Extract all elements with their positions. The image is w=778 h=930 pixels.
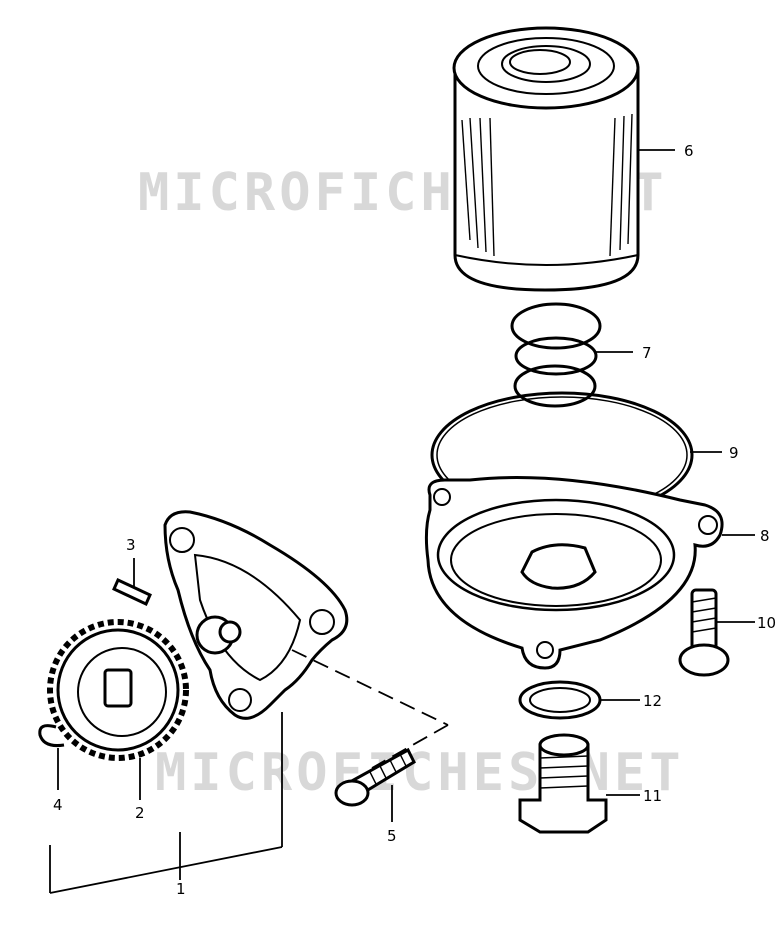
filter-cap[interactable]: [424, 476, 724, 670]
callout-9: 9: [729, 444, 739, 462]
watermark-bottom: MICROFICHES.NET: [155, 743, 685, 803]
callout-5: 5: [387, 827, 397, 845]
callout-11: 11: [643, 787, 662, 805]
callout-2: 2: [135, 804, 145, 822]
callout-8: 8: [760, 527, 770, 545]
callout-10: 10: [757, 614, 776, 632]
callout-labels: 6 7 9 8 10 12 11 3 4 2 5 1: [53, 142, 776, 898]
callout-12: 12: [643, 692, 662, 710]
oil-pump-assembly[interactable]: [163, 510, 349, 720]
callout-7: 7: [642, 344, 652, 362]
circlip[interactable]: [38, 724, 65, 747]
callout-6: 6: [684, 142, 694, 160]
pump-screw[interactable]: [334, 747, 416, 807]
callout-4: 4: [53, 796, 63, 814]
leader-lines: [49, 149, 755, 894]
callout-3: 3: [126, 536, 136, 554]
callout-1: 1: [176, 880, 186, 898]
dowel-pin[interactable]: [112, 577, 152, 607]
filter-spring[interactable]: [510, 302, 602, 408]
pump-drive-gear[interactable]: [47, 619, 189, 761]
drain-gasket[interactable]: [518, 680, 602, 720]
drain-plug[interactable]: [518, 733, 608, 834]
oil-filter-element[interactable]: [452, 26, 640, 292]
cap-bolt[interactable]: [678, 588, 730, 677]
